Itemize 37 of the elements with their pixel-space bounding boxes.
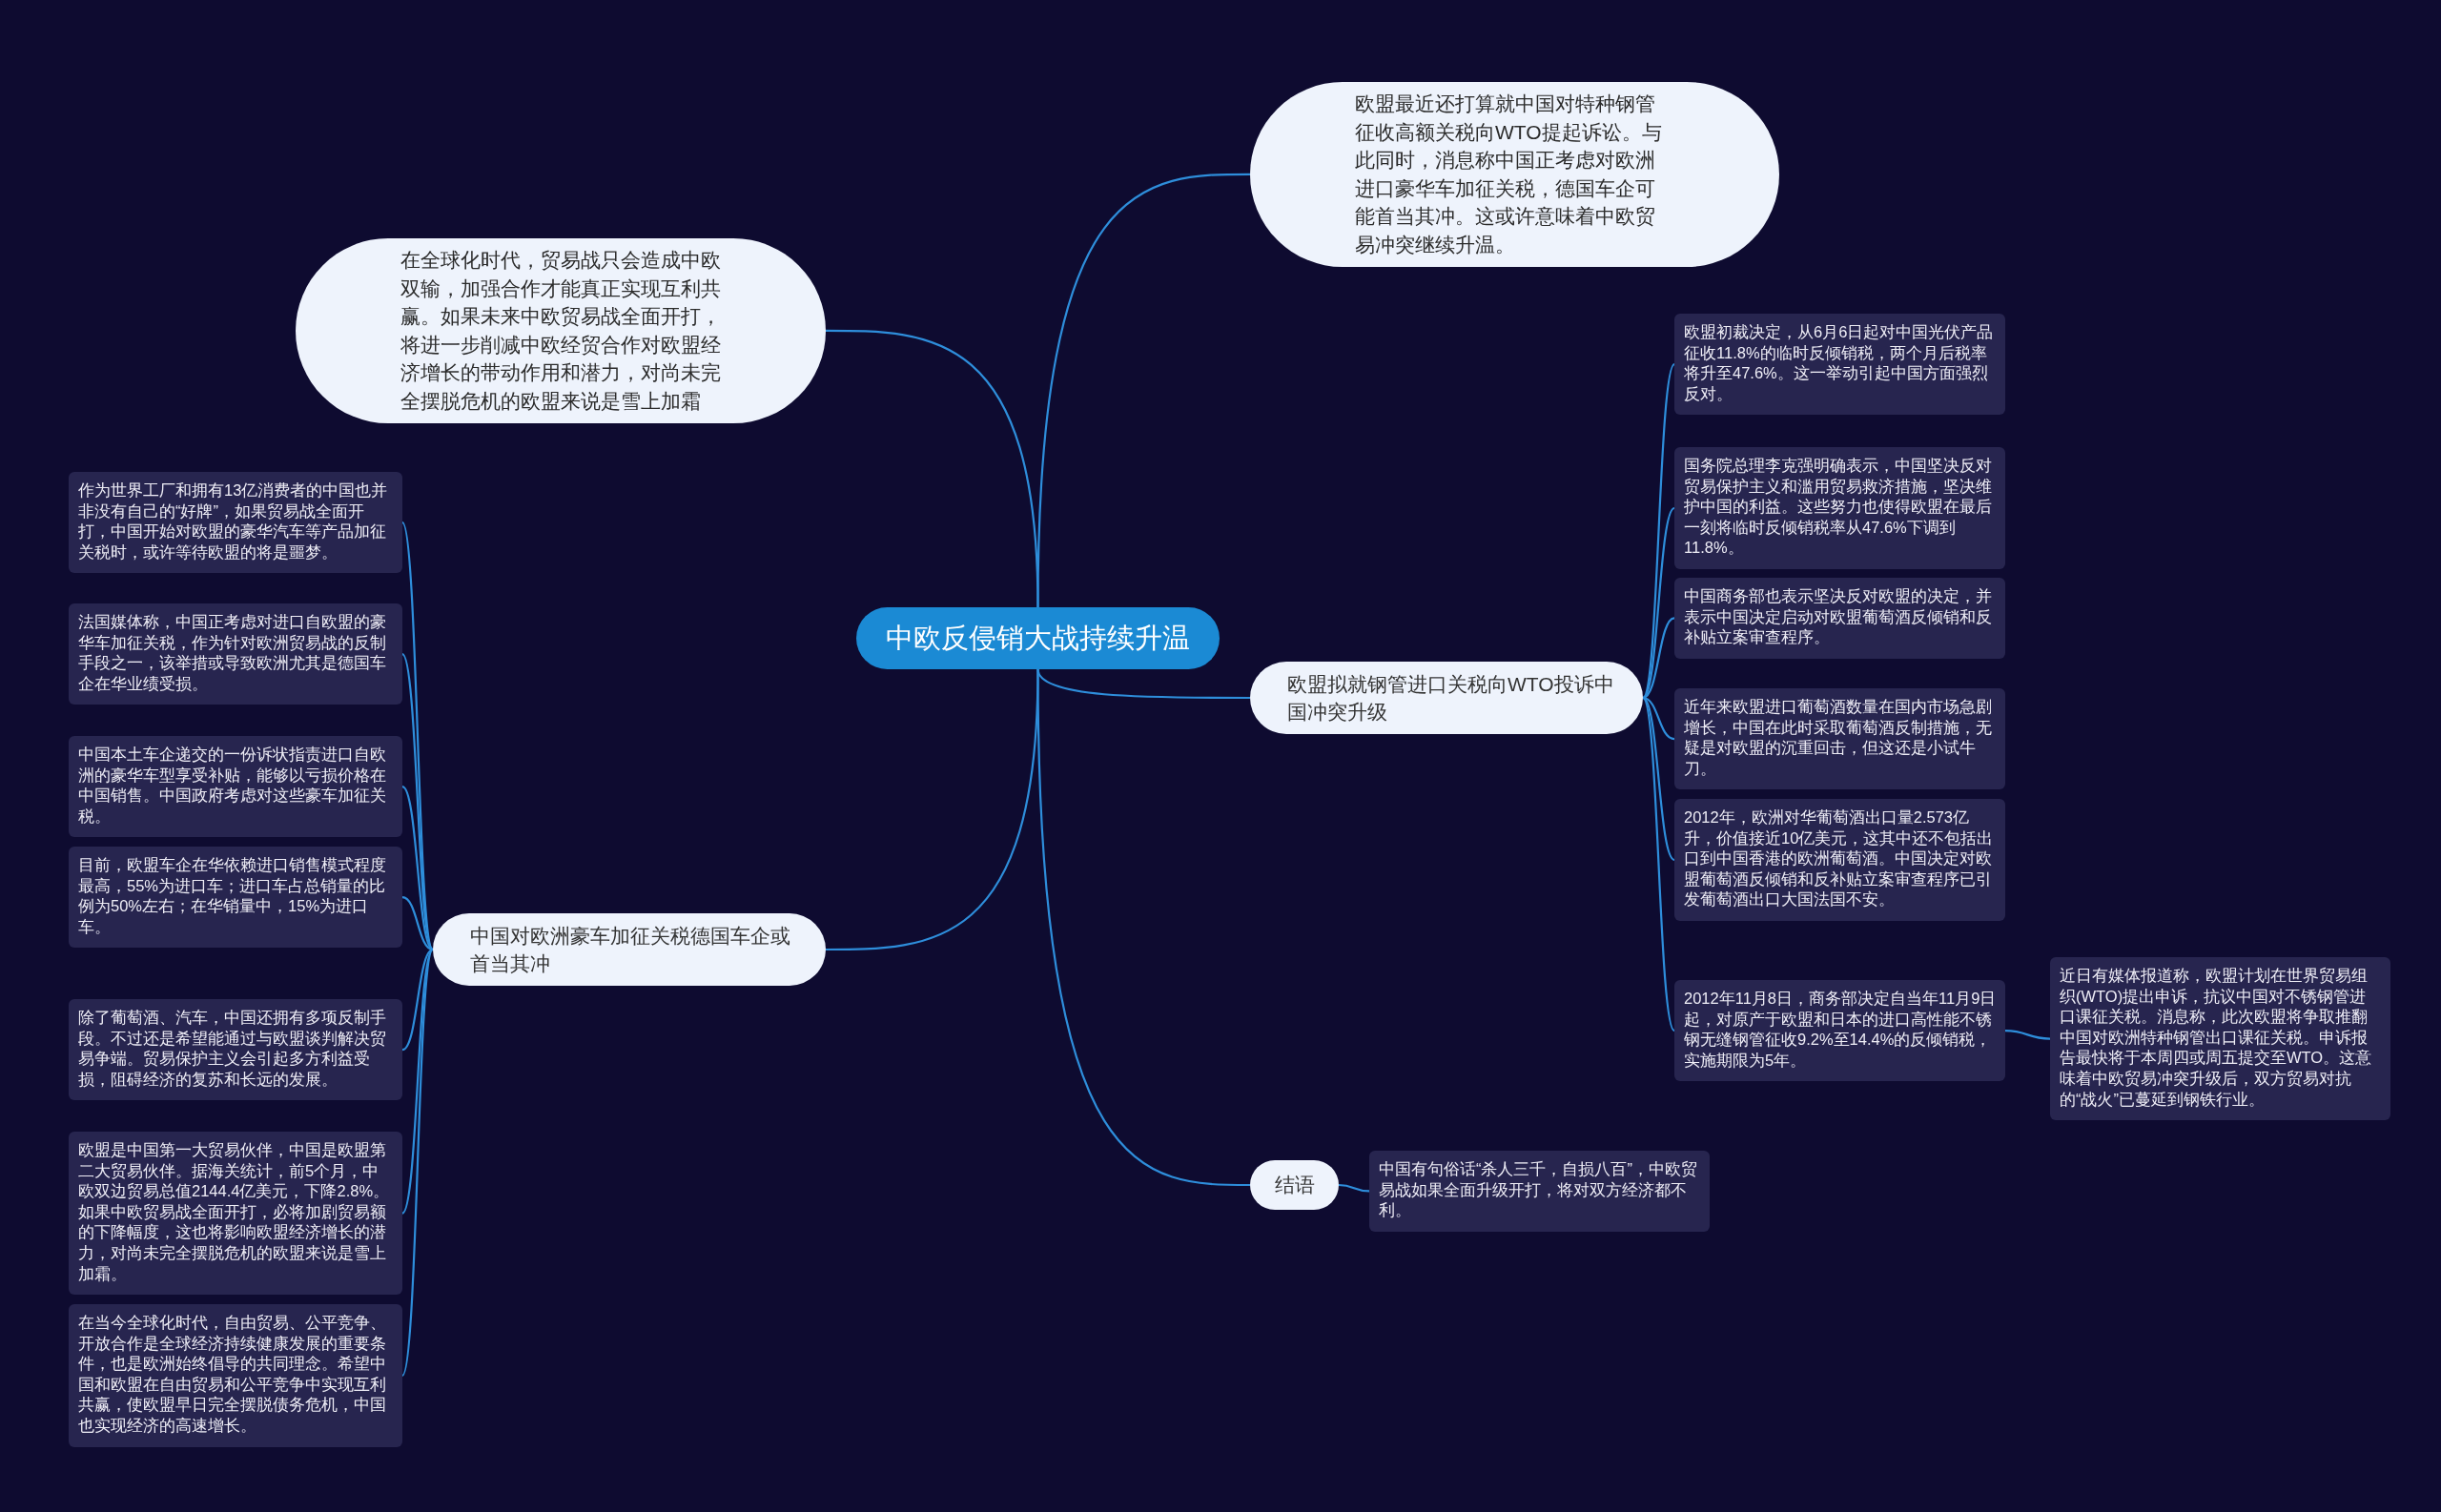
connector-line: [1642, 697, 1675, 1032]
connector-line: [401, 949, 434, 1052]
text-card: 中国商务部也表示坚决反对欧盟的决定，并表示中国决定启动对欧盟葡萄酒反倾销和反补贴立案审查程序。: [1674, 578, 2005, 659]
connector-line: [401, 896, 434, 951]
connector-line: [826, 668, 1039, 951]
connector-line: [1642, 696, 1675, 741]
text-card: 除了葡萄酒、汽车，中国还拥有多项反制手段。不过还是希望能通过与欧盟谈判解决贸易争端。贸易保护主义会引起多方利益受损，阻碍经济的复苏和长远的发展。: [69, 999, 402, 1101]
connector-line: [401, 786, 434, 950]
text-card: 目前，欧盟车企在华依赖进口销售模式程度最高，55%为进口车；进口车占总销量的比例为50%左右；在华销量中，15%为进口车。: [69, 847, 402, 949]
branch-topic: 欧盟拟就钢管进口关税向WTO投诉中国冲突升级: [1250, 662, 1643, 734]
text-card: 欧盟初裁决定，从6月6日起对中国光伏产品征收11.8%的临时反倾销税，两个月后税率将升至47.6%。这一举动引起中国方面强烈反对。: [1674, 314, 2005, 416]
branch-topic: 结语: [1250, 1160, 1339, 1210]
text-card: 在当今全球化时代，自由贸易、公平竞争、开放合作是全球经济持续健康发展的重要条件，也是欧洲始终倡导的共同理念。希望中国和欧盟在自由贸易和公平竞争中实现互利共赢，使欧盟早日完全摆脱债务危机，中国也实现经济的高速增长。: [69, 1304, 402, 1447]
connector-line: [2004, 1030, 2051, 1040]
text-card: 国务院总理李克强明确表示，中国坚决反对贸易保护主义和滥用贸易救济措施，坚决维护中国的利益。这些努力也使得欧盟在最后一刻将临时反倾销税率从47.6%下调到11.8%。: [1674, 447, 2005, 569]
connector-line: [401, 949, 434, 1215]
connector-line: [1642, 617, 1675, 699]
text-card: 2012年，欧洲对华葡萄酒出口量2.573亿升，价值接近10亿美元，这其中还不包括出口到中国香港的欧洲葡萄酒。中国决定对欧盟葡萄酒反倾销和反补贴立案审查程序已引发葡萄酒出口大国法国不安。: [1674, 799, 2005, 921]
connector-line: [1642, 507, 1675, 699]
text-card: 欧盟是中国第一大贸易伙伴，中国是欧盟第二大贸易伙伴。据海关统计，前5个月，中欧双边贸易总值2144.4亿美元，下降2.8%。如果中欧贸易战全面开打，必将加剧贸易额的下降幅度，这也将影响欧盟经济增长的潜力，对尚未完全摆脱危机的欧盟来说是雪上加霜。: [69, 1132, 402, 1296]
connector-line: [401, 949, 434, 1377]
text-card: 中国有句俗话“杀人三千，自损八百”，中欧贸易战如果全面升级开打，将对双方经济都不利。: [1369, 1151, 1710, 1232]
text-bubble: 在全球化时代，贸易战只会造成中欧双输，加强合作才能真正实现互利共赢。如果未来中欧贸易战全面开打，将进一步削减中欧经贸合作对欧盟经济增长的带动作用和潜力，对尚未完全摆脱危机的欧盟来说是雪上加霜: [296, 238, 826, 423]
text-bubble: 欧盟最近还打算就中国对特种钢管征收高额关税向WTO提起诉讼。与此同时，消息称中国正考虑对欧洲进口豪华车加征关税，德国车企可能首当其冲。这或许意味着中欧贸易冲突继续升温。: [1250, 82, 1779, 267]
connector-line: [1642, 697, 1675, 861]
text-card: 作为世界工厂和拥有13亿消费者的中国也并非没有自己的“好牌”，如果贸易战全面开打，中国开始对欧盟的豪华汽车等产品加征关税时，或许等待欧盟的将是噩梦。: [69, 472, 402, 574]
connector-line: [1338, 1183, 1370, 1193]
connector-line: [1642, 363, 1675, 699]
text-card: 近年来欧盟进口葡萄酒数量在国内市场急剧增长，中国在此时采取葡萄酒反制措施，无疑是对欧盟的沉重回击，但这还是小试牛刀。: [1674, 688, 2005, 790]
text-card: 中国本土车企递交的一份诉状指责进口自欧洲的豪华车型享受补贴，能够以亏损价格在中国销售。中国政府考虑对这些豪车加征关税。: [69, 736, 402, 838]
connector-line: [826, 329, 1039, 608]
connector-line: [401, 653, 434, 950]
central-topic: 中欧反侵销大战持续升温: [856, 607, 1220, 669]
branch-topic: 中国对欧洲豪车加征关税德国车企或首当其冲: [433, 913, 826, 986]
text-card: 法国媒体称，中国正考虑对进口自欧盟的豪华车加征关税，作为针对欧洲贸易战的反制手段之一，该举措或导致欧洲尤其是德国车企在华业绩受损。: [69, 603, 402, 705]
text-card: 2012年11月8日，商务部决定自当年11月9日起，对原产于欧盟和日本的进口高性能不锈钢无缝钢管征收9.2%至14.4%的反倾销税，实施期限为5年。: [1674, 980, 2005, 1082]
text-card: 近日有媒体报道称，欧盟计划在世界贸易组织(WTO)提出申诉，抗议中国对不锈钢管进口课征关税。消息称，此次欧盟将争取推翻中国对欧洲特种钢管出口课征关税。申诉报告最快将于本周四或周五提交至WTO。这意味着中欧贸易冲突升级后，双方贸易对抗的“战火”已蔓延到钢铁行业。: [2050, 957, 2390, 1121]
